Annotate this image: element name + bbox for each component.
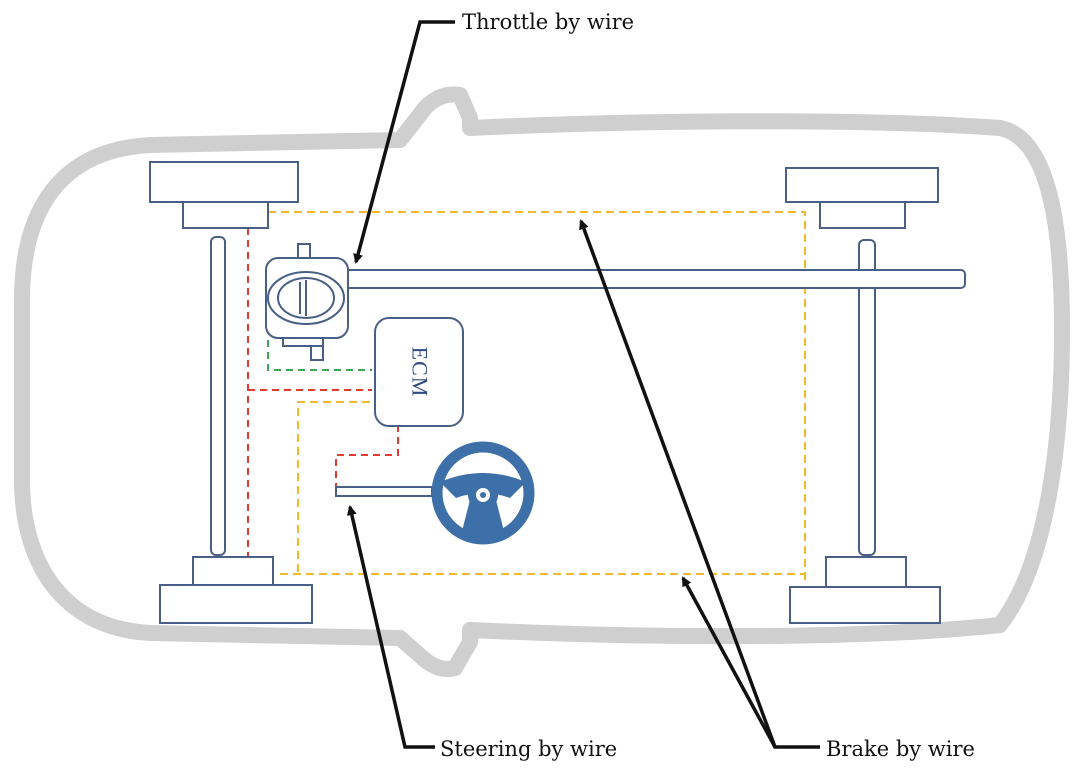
steering-arrow bbox=[346, 505, 435, 749]
rear-axle bbox=[858, 239, 876, 556]
throttle-by-wire-label: Throttle by wire bbox=[462, 10, 635, 34]
wheel-front-right bbox=[159, 556, 313, 624]
wheel-front-left bbox=[149, 161, 299, 229]
throttle-wire-lines bbox=[247, 228, 399, 558]
brake-wire-lines bbox=[268, 211, 806, 580]
steering-wheel-icon bbox=[431, 441, 535, 545]
drive-shaft bbox=[299, 269, 966, 289]
wheel-rear-right bbox=[789, 556, 941, 624]
ecm-label: ECM bbox=[407, 346, 432, 398]
car-body-outline bbox=[14, 86, 1070, 677]
wheel-rear-left bbox=[785, 167, 939, 229]
ecm-box bbox=[374, 317, 464, 427]
brake-arrow-upper bbox=[579, 219, 820, 749]
steering-column bbox=[335, 486, 433, 497]
brake-arrow-lower bbox=[681, 576, 777, 748]
throttle-arrow bbox=[353, 20, 455, 264]
label-arrows bbox=[346, 20, 820, 749]
ecm-throttle-wire bbox=[267, 340, 372, 371]
throttle-body bbox=[265, 243, 349, 361]
steering-by-wire-label: Steering by wire bbox=[440, 737, 618, 761]
brake-by-wire-label: Brake by wire bbox=[826, 737, 975, 761]
front-axle bbox=[210, 236, 226, 556]
